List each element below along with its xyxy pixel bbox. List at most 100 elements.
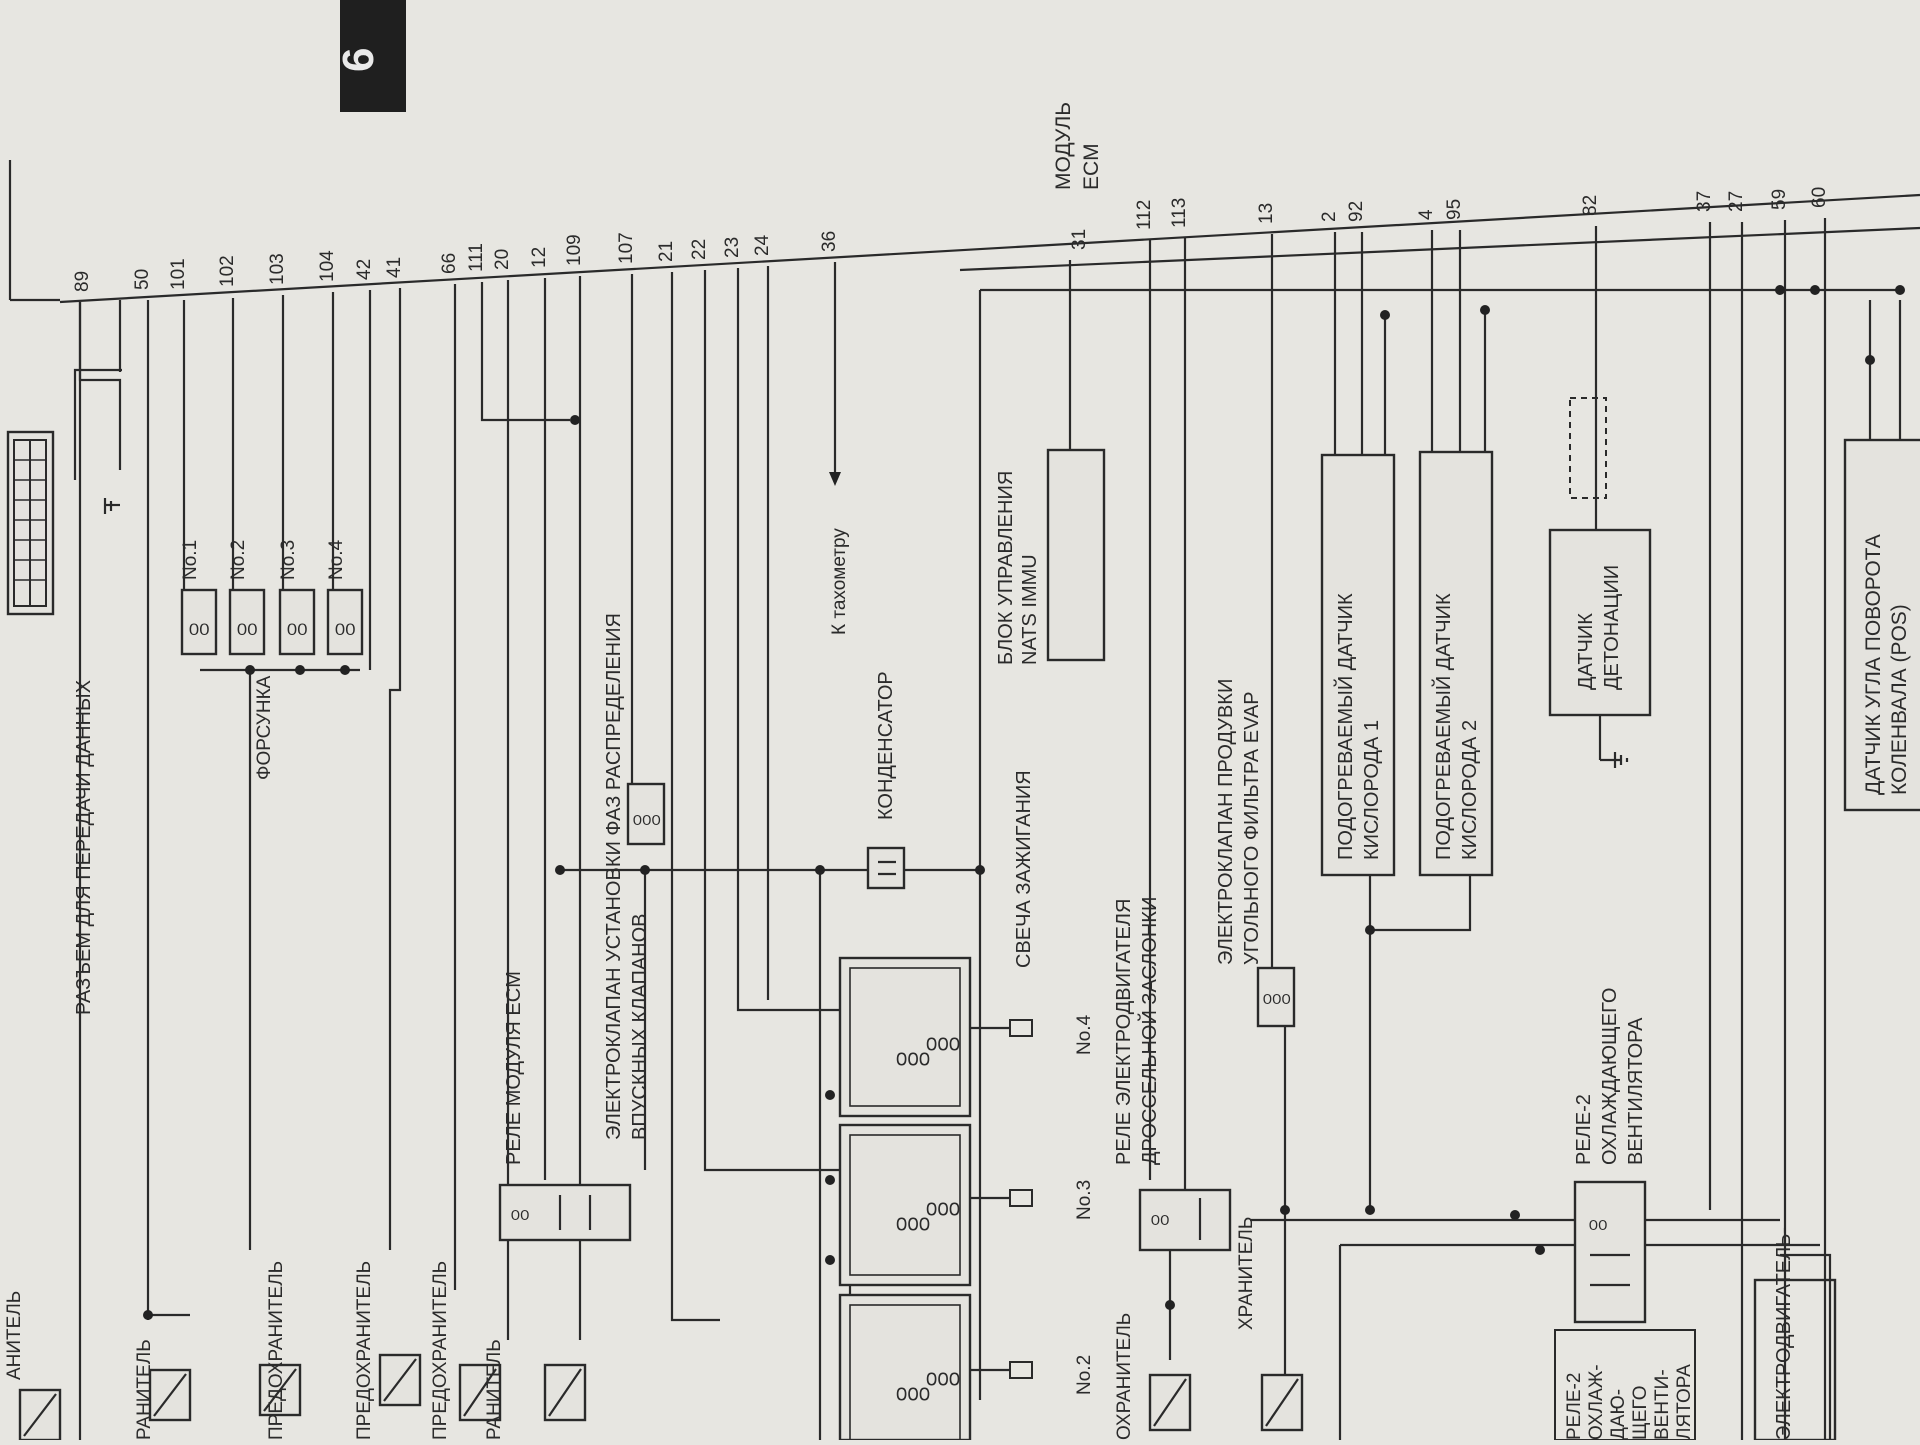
spark-plug-icon [1009, 1189, 1033, 1207]
throttle-relay: ൦൦ РЕЛЕ ЭЛЕКТРОДВИГАТЕЛЯ ДРОССЕЛЬНОЙ ЗАС… [1113, 897, 1232, 1252]
knock-label-line1: ДАТЧИК [1575, 613, 1597, 690]
pin-label: 13 [1256, 203, 1277, 224]
nats-immu-block: БЛОК УПРАВЛЕНИЯ NATS IMMU [995, 448, 1106, 665]
data-connector: РАЗЪЕМ ДЛЯ ПЕРЕДАЧИ ДАННЫХ [6, 430, 95, 1015]
pin-label: 95 [1444, 199, 1465, 220]
o2-sensor-2-line1: ПОДОГРЕВАЕМЫЙ ДАТЧИК [1431, 593, 1455, 860]
ecm-label-line1: МОДУЛЬ [1052, 102, 1075, 190]
pin-label: 107 [616, 232, 637, 264]
wire [388, 288, 402, 1250]
fuse-8-label: ХРАНИТЕЛЬ [1236, 1217, 1257, 1330]
pin-label: 23 [722, 237, 743, 258]
fan2-label-line1: РЕЛЕ-2 [1564, 1373, 1585, 1440]
pin-label: 104 [317, 250, 338, 282]
relay-coil-symbol: ൦൦ [1588, 1214, 1607, 1234]
ecm-top-pins: 89 50 101 102 103 104 42 41 66 111 20 12… [72, 231, 840, 292]
pin-label: 24 [752, 234, 773, 256]
tachometer-label: К тахометру [829, 528, 850, 635]
ecm-right-pins: 112 113 13 2 92 4 95 82 37 27 59 60 [1134, 187, 1830, 230]
ecm-pin-row-line [959, 226, 1920, 272]
bottom-right-labels: РЕЛЕ-2 ОХЛАЖ- ДАЮ- ЩЕГО ВЕНТИ- ЛЯТОРА ЭЛ… [1554, 1227, 1837, 1442]
pin-label: 4 [1416, 209, 1437, 220]
fuses: АНИТЕЛЬ РАНИТЕЛЬ ПРЕДОХРАНИТЕЛЬ ПРЕДОХРА… [4, 1217, 1304, 1442]
coil-symbol: ൦൦൦ [895, 1380, 930, 1405]
pin-label: 102 [217, 255, 238, 287]
coil-no2-label: No.2 [1074, 1355, 1095, 1395]
pin-label: 36 [819, 231, 840, 252]
injector-4-label: No.4 [326, 539, 347, 580]
pin-label: 37 [1694, 191, 1715, 212]
pin-label: 92 [1346, 201, 1367, 222]
pin-label: 21 [656, 241, 677, 262]
nats-label-line1: БЛОК УПРАВЛЕНИЯ [995, 471, 1017, 665]
condenser: КОНДЕНСАТОР [866, 671, 906, 890]
evap-label-line1: ЭЛЕКТРОКЛАПАН ПРОДУВКИ [1215, 679, 1237, 965]
fan2-label-line4: ЩЕГО [1630, 1386, 1651, 1441]
page-tab: 6 [334, 0, 406, 112]
pin-label: 42 [354, 259, 375, 280]
vtc-label-line2: ВПУСКНЫХ КЛАПАНОВ [629, 913, 651, 1140]
pin-label: 82 [1580, 195, 1601, 216]
fuse-4-label: ПРЕДОХРАНИТЕЛЬ [354, 1261, 375, 1440]
coil-symbol: ൦൦൦ [895, 1045, 930, 1070]
fuse-7-label: ОХРАНИТЕЛЬ [1114, 1313, 1135, 1440]
ecm-relay: ൦൦ РЕЛЕ МОДУЛЯ ECM [498, 971, 632, 1242]
wire [480, 282, 570, 422]
pin-label: 41 [384, 257, 405, 278]
pin-label: 89 [72, 271, 93, 292]
wire [73, 368, 122, 480]
fan2-label-line5: ВЕНТИ- [1652, 1369, 1673, 1440]
wire [736, 268, 860, 1012]
knock-shield [1569, 397, 1607, 499]
coil-symbol: ൦൦൦ [925, 1365, 960, 1390]
fuse-1-label: АНИТЕЛЬ [4, 1291, 25, 1380]
coil-symbol: ൦൦ [236, 618, 257, 640]
injector-4-coil [326, 588, 364, 656]
nats-label-line2: NATS IMMU [1019, 554, 1041, 665]
ecm-label-line2: ECM [1080, 143, 1103, 190]
wire [630, 274, 645, 792]
coil-symbol: ൦൦൦ [1262, 988, 1291, 1008]
pin-label: 20 [492, 249, 513, 270]
pin-label: 60 [1809, 187, 1830, 208]
wire [1370, 875, 1472, 932]
pin-label: 22 [689, 239, 710, 260]
coil-symbol: ൦൦൦ [925, 1030, 960, 1055]
fan2-label-line3: ДАЮ- [1608, 1389, 1629, 1440]
injector-3-label: No.3 [278, 540, 299, 580]
pin-label: 12 [529, 247, 550, 268]
fuse-3-label: ПРЕДОХРАНИТЕЛЬ [266, 1261, 287, 1440]
relay-coil-symbol: ൦൦ [1150, 1209, 1169, 1229]
fan2-label-line2: ОХЛАЖ- [1586, 1364, 1607, 1440]
ecm-pin-row-line [59, 193, 1920, 304]
motor-label-line1: ЭЛЕКТРОДВИГАТЕЛЬ- [1773, 1227, 1795, 1440]
cooling-fan-relay-2: ൦൦ РЕЛЕ-2 ОХЛАЖДАЮЩЕГО ВЕНТИЛЯТОРА [1573, 988, 1647, 1324]
coil-no3-label: No.3 [1074, 1180, 1095, 1220]
evap-label-line2: УГОЛЬНОГО ФИЛЬТРА EVAP [1241, 691, 1263, 965]
coil-symbol: ൦൦ [286, 618, 307, 640]
pin-label: 103 [267, 253, 288, 285]
pin-label: 59 [1769, 189, 1790, 210]
ecm-module-label: 31 МОДУЛЬ ECM [1052, 102, 1103, 250]
pin-label: 2 [1319, 211, 1340, 222]
fuse-5-label: ПРЕДОХРАНИТЕЛЬ [430, 1261, 451, 1440]
page-tab-number: 6 [334, 48, 383, 72]
coil-symbol: ൦൦ [188, 618, 209, 640]
vtc-label-line1: ЭЛЕКТРОКЛАПАН УСТАНОВКИ ФАЗ РАСПРЕДЕЛЕНИ… [603, 613, 625, 1140]
injector-3-coil [278, 588, 316, 656]
fan-relay-label-line2: ОХЛАЖДАЮЩЕГО [1599, 988, 1621, 1165]
spark-plug-label: СВЕЧА ЗАЖИГАНИЯ [1013, 770, 1035, 968]
injector-label: ФОРСУНКА [254, 675, 275, 780]
injector-1-label: No.1 [180, 540, 201, 580]
knock-label-line2: ДЕТОНАЦИИ [1601, 565, 1623, 690]
o2-sensor-2: ПОДОГРЕВАЕМЫЙ ДАТЧИК КИСЛОРОДА 2 [1418, 450, 1494, 877]
coil-symbol: ൦൦൦ [895, 1210, 930, 1235]
fan-relay-label-line3: ВЕНТИЛЯТОРА [1625, 1017, 1647, 1165]
arrow-icon [829, 472, 841, 486]
throttle-label-line2: ДРОССЕЛЬНОЙ ЗАСЛОНКИ [1137, 897, 1161, 1165]
wire [703, 270, 860, 1172]
wire [78, 302, 122, 470]
ignition-coil-no3: ൦൦൦ ൦൦൦ No.3 [838, 1123, 1095, 1287]
wire [670, 272, 720, 1322]
